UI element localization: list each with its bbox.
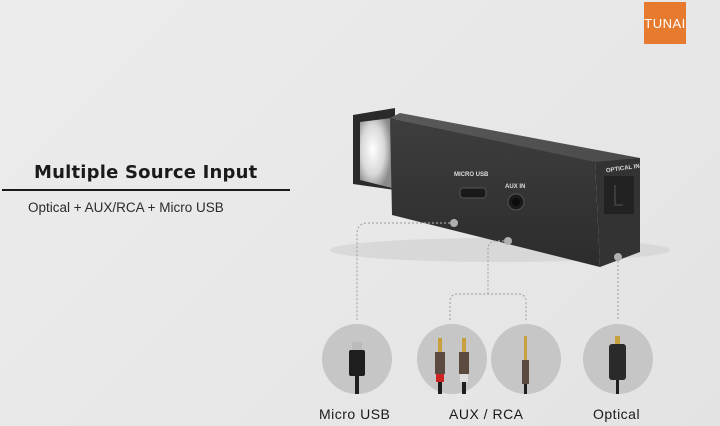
port-label-aux-in: AUX IN — [505, 184, 526, 190]
connector-label-aux-rca: AUX / RCA — [449, 406, 524, 422]
micro-usb-plug-icon — [349, 342, 365, 394]
connector-label-micro-usb: Micro USB — [319, 406, 391, 422]
logo-text: TUNAI — [644, 15, 686, 31]
port-label-micro-usb: MICRO USB — [454, 172, 489, 178]
rca-plug-icon — [435, 338, 469, 394]
micro-usb-circle — [322, 324, 392, 394]
optical-plug-icon — [609, 336, 626, 394]
title-divider — [2, 189, 290, 191]
rca-circle — [417, 324, 487, 394]
aux-plug-icon — [522, 336, 529, 394]
brand-logo: TUNAI — [644, 2, 686, 44]
connector-label-optical: Optical — [593, 406, 641, 422]
optical-port — [604, 176, 634, 214]
page-title: Multiple Source Input — [34, 162, 258, 183]
aux-circle — [491, 324, 561, 394]
page-subtitle: Optical + AUX/RCA + Micro USB — [28, 200, 224, 215]
optical-circle — [583, 324, 653, 394]
